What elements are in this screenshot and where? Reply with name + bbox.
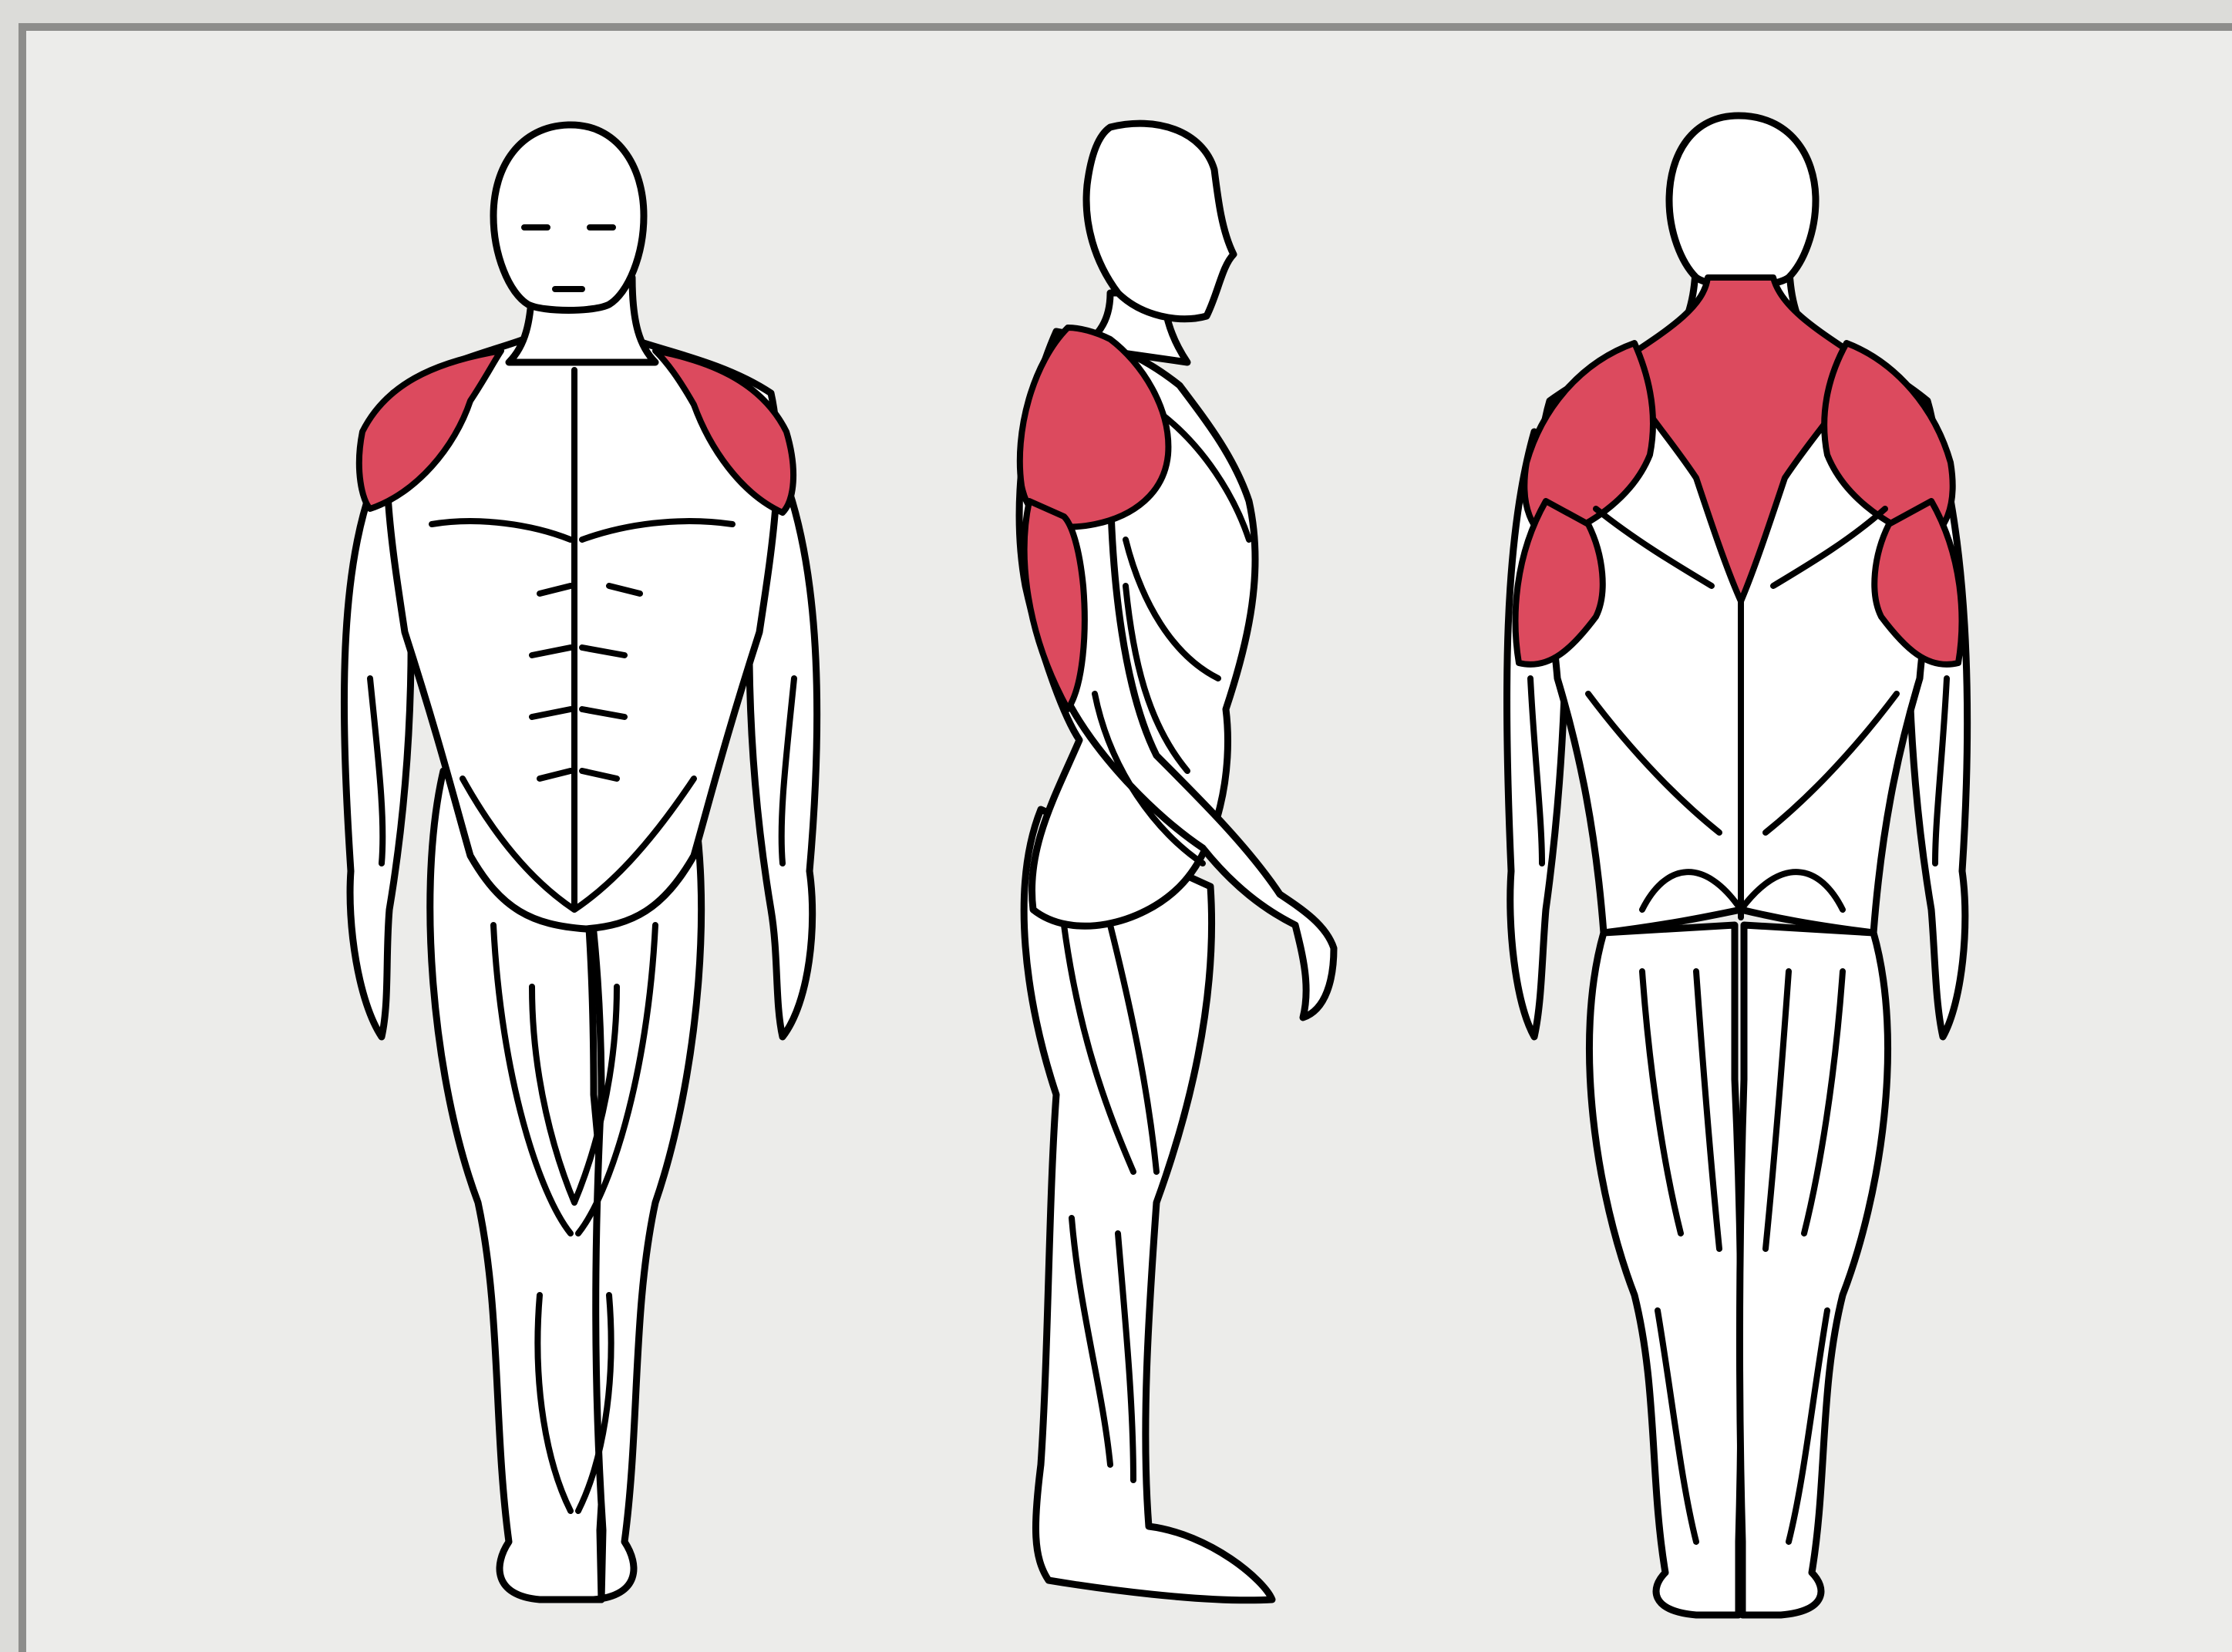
- back-head: [1669, 116, 1816, 286]
- back-right-leg: [1739, 925, 1887, 1615]
- front-head: [493, 125, 644, 311]
- side-head: [1086, 123, 1234, 319]
- side-triceps: [1025, 501, 1085, 709]
- back-left-leg: [1589, 925, 1741, 1615]
- front-figure: [344, 125, 816, 1600]
- side-leg: [1024, 809, 1272, 1600]
- back-figure: [1507, 116, 1967, 1615]
- side-figure: [1019, 123, 1334, 1600]
